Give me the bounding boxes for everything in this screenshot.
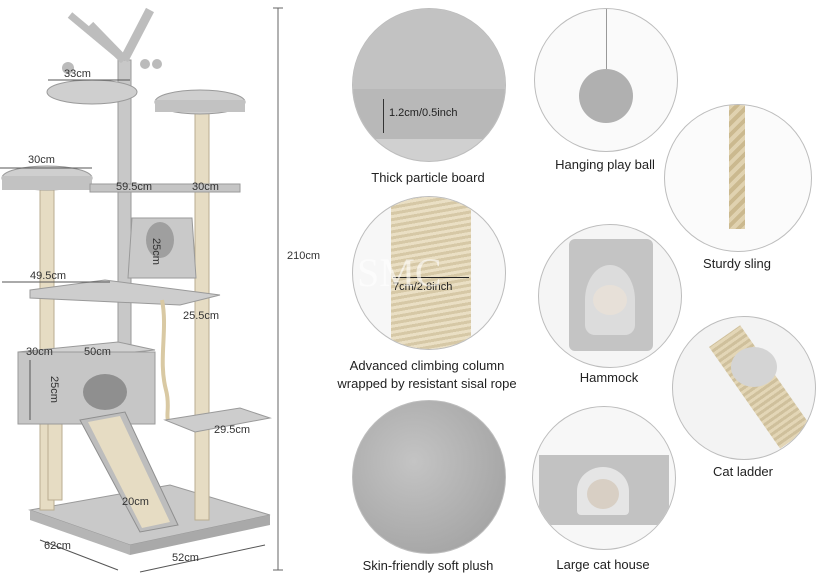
board-thickness-note: 1.2cm/0.5inch: [389, 107, 458, 119]
dim-house-width: 50cm: [84, 346, 111, 358]
dim-step-platform: 29.5cm: [214, 424, 251, 436]
dim-house-height: 25cm: [48, 376, 60, 403]
feature-cat-house-circle: [532, 406, 676, 550]
feature-play-ball-circle: [534, 8, 678, 152]
cat-face: [593, 285, 627, 315]
column-width-marker: [393, 277, 469, 278]
play-ball: [579, 69, 633, 123]
ladder-board: [709, 325, 812, 449]
dim-base-depth: 62cm: [44, 540, 71, 552]
feature-plush-circle: [352, 400, 506, 554]
dim-hammock-height: 25cm: [150, 238, 162, 265]
caption-sling: Sturdy sling: [703, 256, 771, 271]
caption-cat-house: Large cat house: [556, 557, 650, 572]
climbing-cat: [731, 347, 777, 387]
caption-hammock: Hammock: [579, 370, 639, 385]
dim-mid-platform: 49.5cm: [30, 270, 67, 282]
dim-left-platform: 30cm: [28, 154, 55, 166]
feature-sisal-column-circle: 7cm/2.8inch SMC: [352, 196, 506, 350]
dim-base-width: 52cm: [172, 552, 199, 564]
sling-rope: [729, 105, 745, 229]
dim-house-depth: 30cm: [26, 346, 53, 358]
feature-sling-circle: [664, 104, 812, 252]
thickness-marker: [383, 99, 384, 133]
caption-particle-board: Thick particle board: [371, 170, 485, 185]
feature-particle-board-circle: 1.2cm/0.5inch: [352, 8, 506, 162]
dim-ladder-width: 20cm: [122, 496, 149, 508]
column-width-note: 7cm/2.8inch: [393, 281, 453, 293]
cat-tree-illustration: 33cm 30cm 59.5cm 30cm 25cm 49.5cm 25.5cm…: [0, 0, 290, 575]
feature-ladder-circle: [672, 316, 816, 460]
caption-sisal-line2: wrapped by resistant sisal rope: [337, 376, 517, 391]
caption-plush: Skin-friendly soft plush: [362, 558, 494, 573]
ball-string: [606, 9, 607, 71]
dim-bridge-right: 30cm: [192, 181, 219, 193]
cat-in-house: [587, 479, 619, 509]
board-top-layer: [353, 9, 505, 89]
sisal-column: [391, 197, 471, 349]
dim-total-height: 210cm: [287, 250, 321, 262]
caption-ladder: Cat ladder: [713, 464, 773, 479]
feature-hammock-circle: [538, 224, 682, 368]
watermark: SMC: [357, 250, 442, 295]
board-edge: [353, 89, 505, 139]
dim-top-bowl: 33cm: [64, 68, 91, 80]
caption-sisal-line1: Advanced climbing column: [349, 358, 505, 373]
dim-bridge-left: 59.5cm: [116, 181, 153, 193]
dim-mid-platform-depth: 25.5cm: [183, 310, 220, 322]
cat-tree-drawing: [0, 7, 283, 573]
caption-play-ball: Hanging play ball: [555, 157, 655, 172]
